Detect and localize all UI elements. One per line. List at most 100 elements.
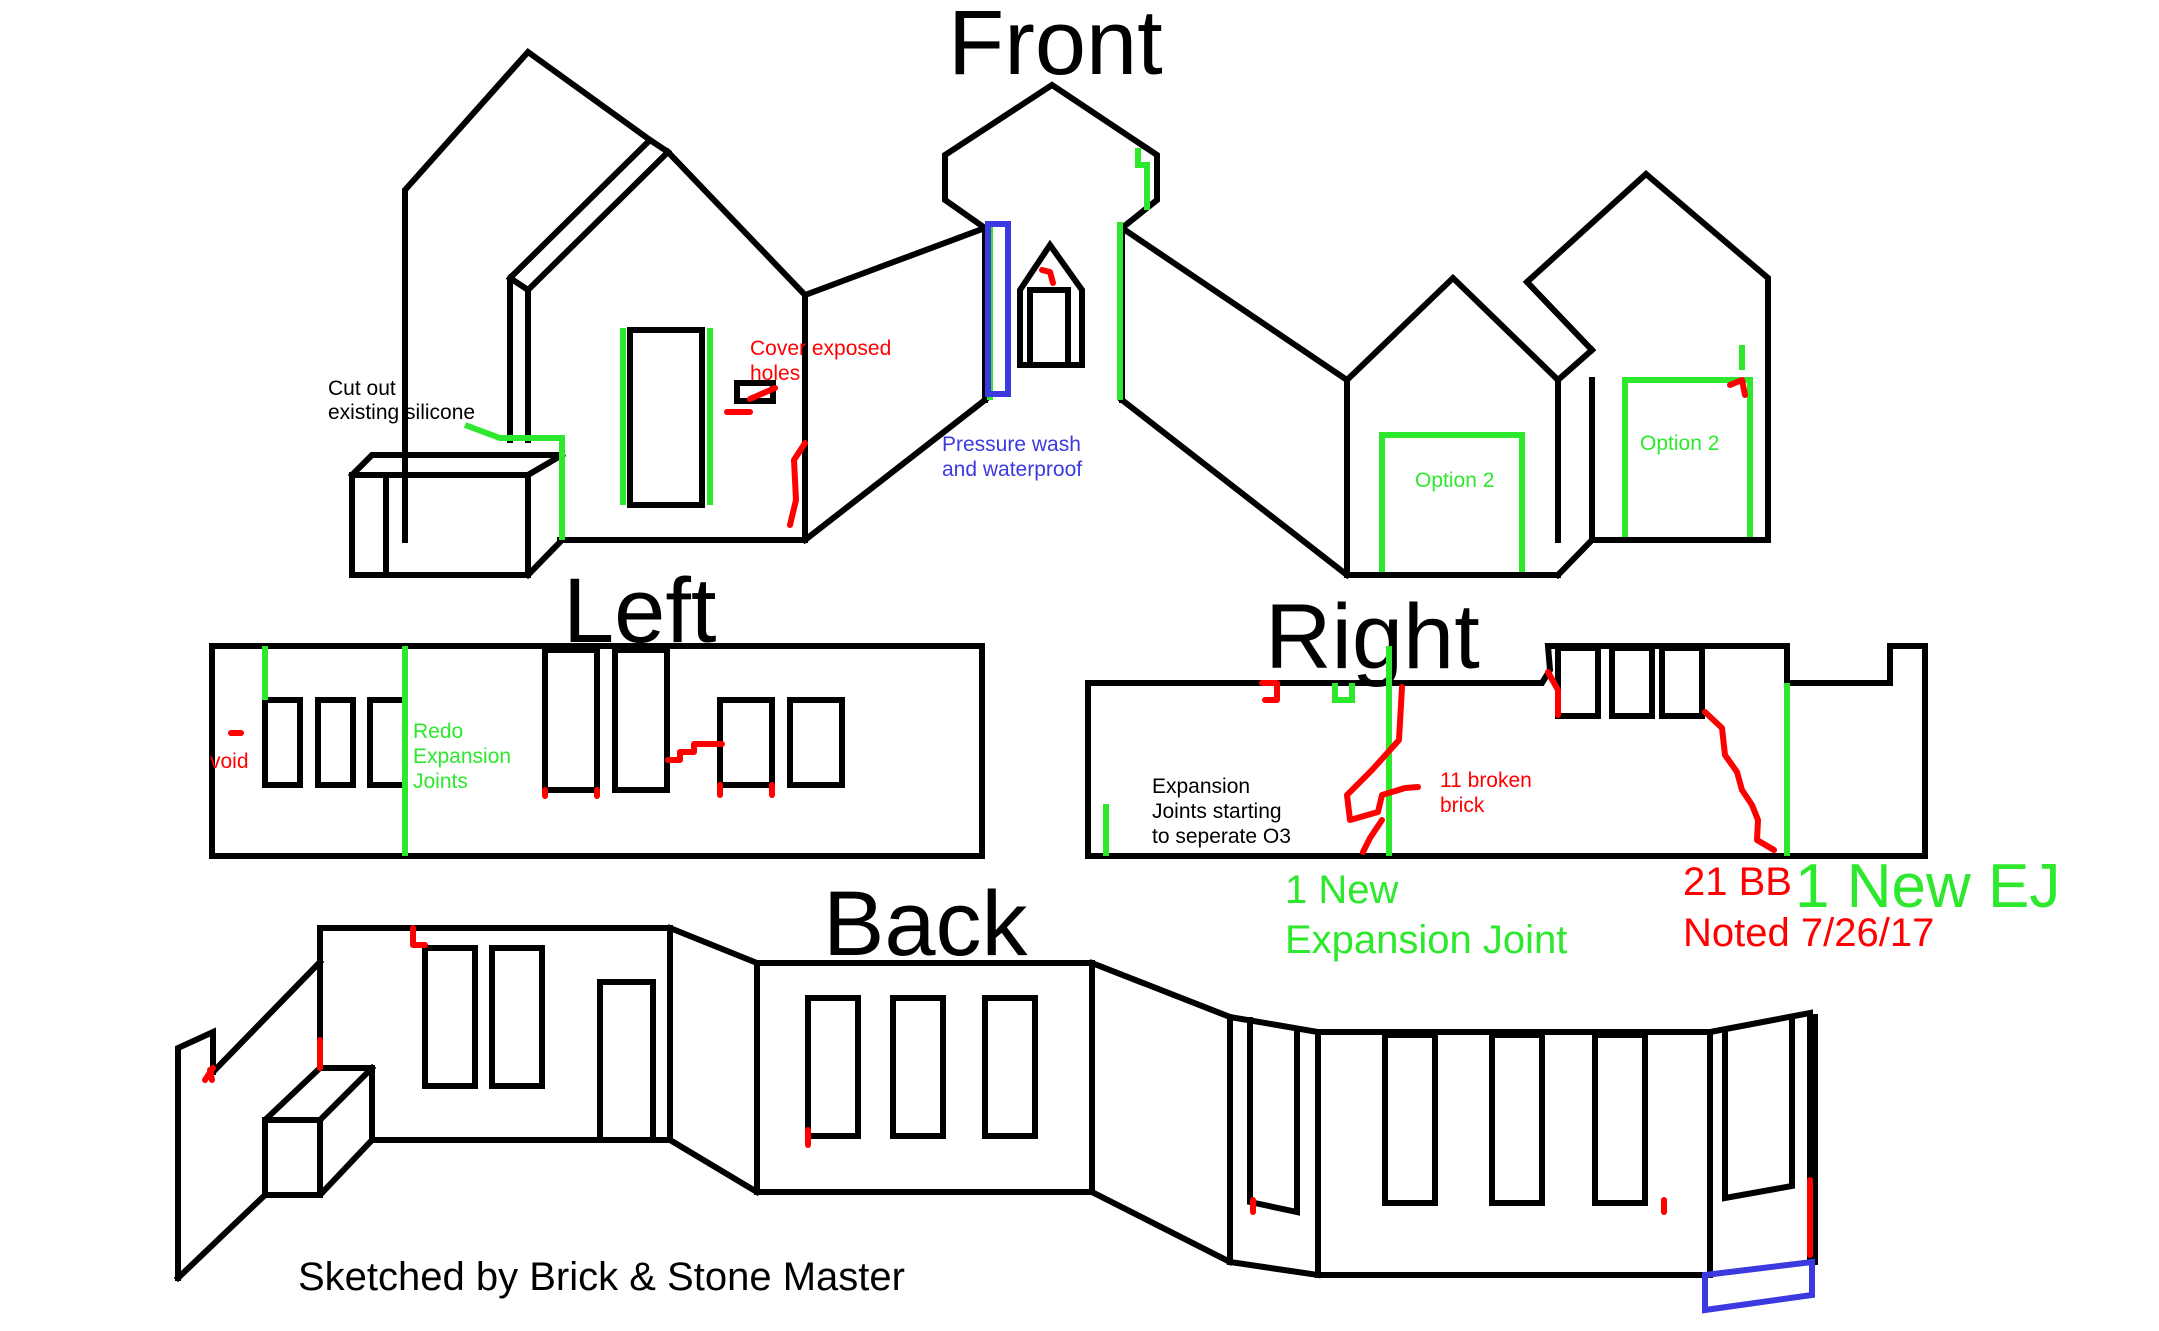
arch-crack — [1039, 267, 1056, 286]
broken-brick-note-2: brick — [1440, 794, 1485, 817]
back-window-3 — [805, 995, 861, 1139]
left-connector-roof — [801, 224, 989, 299]
back-bay-right — [1707, 1009, 1813, 1278]
tall-gable-outline — [402, 47, 655, 543]
back-left-wing — [175, 1027, 216, 1281]
back-window-5 — [982, 995, 1038, 1139]
gable-main-wall — [525, 147, 808, 543]
exposed-hole-mark-2 — [747, 385, 778, 402]
cover-holes-note-2: holes — [750, 362, 800, 385]
void-note: void — [210, 750, 249, 773]
back-window-4 — [890, 995, 946, 1139]
back-left-wing-roof — [208, 957, 325, 1077]
right-top-crack — [1259, 680, 1280, 703]
back-planter-top — [262, 1063, 377, 1123]
back-angle-1-top — [666, 924, 761, 967]
back-window-7 — [1489, 1032, 1545, 1206]
back-left-wing-base — [173, 1190, 270, 1283]
front-door — [627, 327, 705, 508]
bb-note: 21 BB — [1683, 860, 1792, 904]
option-2-garage-2: Option 2 — [1640, 432, 1719, 455]
back-section-4 — [1315, 1029, 1713, 1278]
gable-fascia-outer — [507, 136, 673, 443]
back-bay-window — [1247, 1017, 1300, 1216]
back-angle-2-top — [1088, 959, 1234, 1021]
arched-door-inner — [1027, 287, 1071, 368]
back-window-2 — [489, 945, 545, 1089]
left-window-2 — [315, 697, 356, 788]
left-window-5 — [787, 697, 845, 788]
new-joint-note-2: Expansion Joint — [1285, 918, 1567, 962]
right-window-crack — [1545, 669, 1561, 718]
back-angle-2-base — [1087, 1187, 1235, 1267]
back-bay-left-base — [1226, 1258, 1322, 1279]
planter-box-front — [349, 472, 531, 578]
back-bay-right-window — [1722, 1015, 1795, 1202]
right-long-crack — [1702, 709, 1777, 853]
cut-out-note-2: existing silicone — [328, 401, 475, 424]
signature: Sketched by Brick & Stone Master — [298, 1255, 905, 1299]
back-title: Back — [823, 873, 1029, 975]
garage-1-door — [1379, 432, 1525, 572]
arched-door-outer — [1017, 239, 1085, 368]
garage-2-outline — [1522, 170, 1771, 543]
garage-1-outline — [1344, 273, 1561, 578]
back-elevation: Back — [173, 873, 1818, 1314]
back-waterproof-area — [1702, 1258, 1815, 1314]
tower-joint-top — [1135, 148, 1150, 210]
back-window-8 — [1592, 1032, 1648, 1206]
planter-box-edge — [523, 450, 567, 480]
left-wall — [209, 643, 985, 859]
left-step-crack — [665, 741, 725, 763]
broken-brick-crack-2 — [1360, 817, 1385, 855]
back-window-crack — [410, 925, 428, 948]
main-house-crack — [787, 440, 808, 528]
left-window-3 — [367, 697, 408, 788]
left-window-1 — [262, 697, 303, 788]
new-ej-note: 1 New EJ — [1795, 852, 2060, 921]
waterproof-strip — [985, 221, 1011, 397]
right-connector-base — [1117, 395, 1352, 580]
back-section-1 — [317, 925, 673, 1143]
planter-joint — [463, 422, 565, 540]
expansion-note-2: Joints starting — [1152, 800, 1282, 823]
left-elevation: Left void Redo Expansion Joints — [209, 560, 985, 859]
garage-2-crack — [1727, 377, 1748, 398]
right-window-1 — [1555, 645, 1601, 719]
redo-note-2: Expansion — [413, 745, 511, 768]
right-connector-roof — [1117, 223, 1352, 385]
gable-fascia-joint — [505, 273, 533, 295]
back-section-2 — [754, 960, 1095, 1195]
left-door-1 — [542, 647, 600, 793]
front-elevation: Front — [328, 0, 1771, 580]
right-joint-notch — [1332, 683, 1355, 703]
left-connector-base — [800, 395, 990, 545]
back-window-6 — [1382, 1032, 1438, 1206]
expansion-note: Expansion — [1152, 775, 1250, 798]
garage-2-side — [1553, 377, 1595, 580]
back-angle-1-base — [665, 1135, 762, 1197]
redo-note: Redo — [413, 720, 463, 743]
new-joint-note: 1 New — [1285, 868, 1398, 912]
front-title: Front — [948, 0, 1163, 94]
right-window-3 — [1659, 645, 1705, 719]
left-door-2 — [612, 647, 670, 793]
expansion-note-3: to seperate O3 — [1152, 825, 1291, 848]
broken-brick-note: 11 broken — [1440, 769, 1532, 792]
garage-2-door — [1622, 377, 1753, 537]
redo-note-3: Joints — [413, 770, 468, 793]
right-window-2 — [1609, 645, 1655, 719]
pressure-wash-note-2: and waterproof — [942, 458, 1082, 481]
back-window-1 — [422, 945, 478, 1089]
back-door — [597, 979, 656, 1143]
pressure-wash-note: Pressure wash — [942, 433, 1081, 456]
right-elevation: Right Expansion Joints starting to seper… — [1085, 586, 2060, 962]
entry-tower — [942, 81, 1160, 403]
bb-note-2: Noted 7/26/17 — [1683, 911, 1934, 955]
right-title: Right — [1265, 586, 1480, 688]
option-2-garage-1: Option 2 — [1415, 469, 1494, 492]
back-bay-left — [1227, 1013, 1321, 1278]
cover-holes-note: Cover exposed — [750, 337, 891, 360]
cut-out-note: Cut out — [328, 377, 396, 400]
